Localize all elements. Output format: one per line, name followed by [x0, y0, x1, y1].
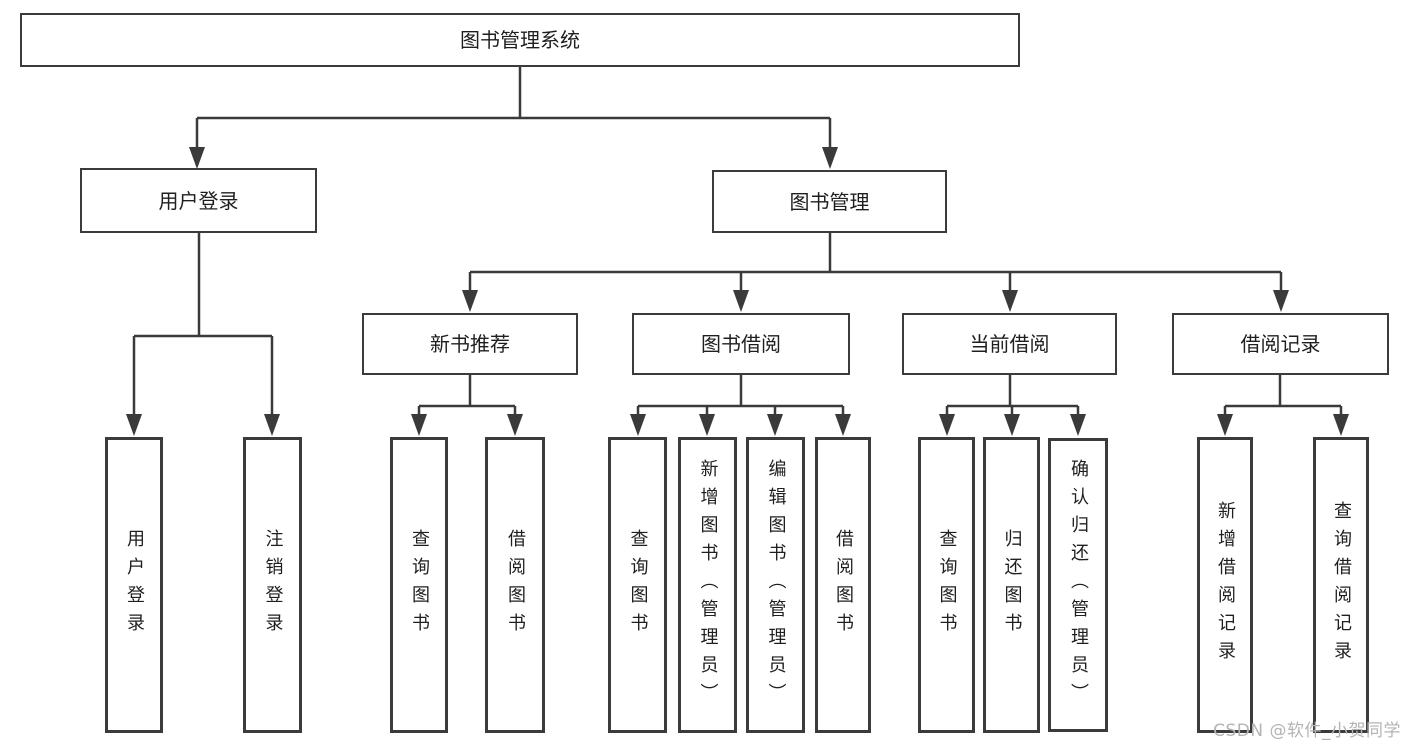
node-label: 借阅图书	[833, 529, 854, 641]
node-label: 查询借阅记录	[1331, 501, 1352, 669]
tree-edges	[132, 67, 1343, 420]
node-new-book-recommend: 新书推荐	[362, 313, 578, 375]
node-label: 查询图书	[936, 529, 958, 641]
node-borrow-records: 借阅记录	[1172, 313, 1389, 375]
node-label: 归还图书	[1001, 529, 1023, 641]
leaf-user-login: 用户登录	[105, 437, 163, 733]
leaf-borrow-books: 借阅图书	[815, 437, 871, 733]
node-system-root: 图书管理系统	[20, 13, 1020, 67]
leaf-query-books: 查询图书	[918, 437, 975, 733]
node-label: 借阅图书	[505, 529, 526, 641]
node-label: 编辑图书（管理员）	[765, 459, 787, 711]
leaf-logout: 注销登录	[243, 437, 302, 733]
arrowheads	[126, 147, 1349, 436]
leaf-add-borrow-record: 新增借阅记录	[1197, 437, 1253, 733]
leaf-query-books: 查询图书	[390, 437, 448, 733]
node-label: 借阅记录	[1240, 332, 1321, 356]
node-label: 图书管理	[789, 189, 870, 214]
node-current-borrowing: 当前借阅	[902, 313, 1117, 375]
node-label: 新增图书（管理员）	[697, 459, 719, 711]
node-label: 确认归还（管理员）	[1068, 459, 1089, 711]
node-book-borrowing: 图书借阅	[632, 313, 850, 375]
leaf-query-borrow-record: 查询借阅记录	[1313, 437, 1369, 733]
watermark: CSDN @软件_小贺同学	[1213, 721, 1401, 741]
leaf-query-books: 查询图书	[608, 437, 667, 733]
leaf-edit-books-admin: 编辑图书（管理员）	[746, 437, 805, 733]
node-label: 注销登录	[262, 529, 284, 641]
node-book-management: 图书管理	[712, 170, 947, 233]
leaf-confirm-return-admin: 确认归还（管理员）	[1048, 438, 1108, 732]
leaf-return-books: 归还图书	[983, 437, 1040, 733]
node-label: 图书管理系统	[460, 28, 580, 52]
node-label: 用户登录	[124, 529, 145, 641]
node-label: 查询图书	[409, 529, 430, 641]
leaf-add-books-admin: 新增图书（管理员）	[678, 437, 737, 733]
node-label: 当前借阅	[969, 332, 1050, 356]
leaf-borrow-books: 借阅图书	[485, 437, 545, 733]
node-label: 新书推荐	[430, 332, 510, 356]
node-label: 查询图书	[627, 529, 649, 641]
node-label: 用户登录	[158, 188, 239, 213]
node-label: 图书借阅	[701, 332, 781, 356]
node-label: 新增借阅记录	[1215, 501, 1236, 669]
node-user-login: 用户登录	[80, 168, 317, 233]
